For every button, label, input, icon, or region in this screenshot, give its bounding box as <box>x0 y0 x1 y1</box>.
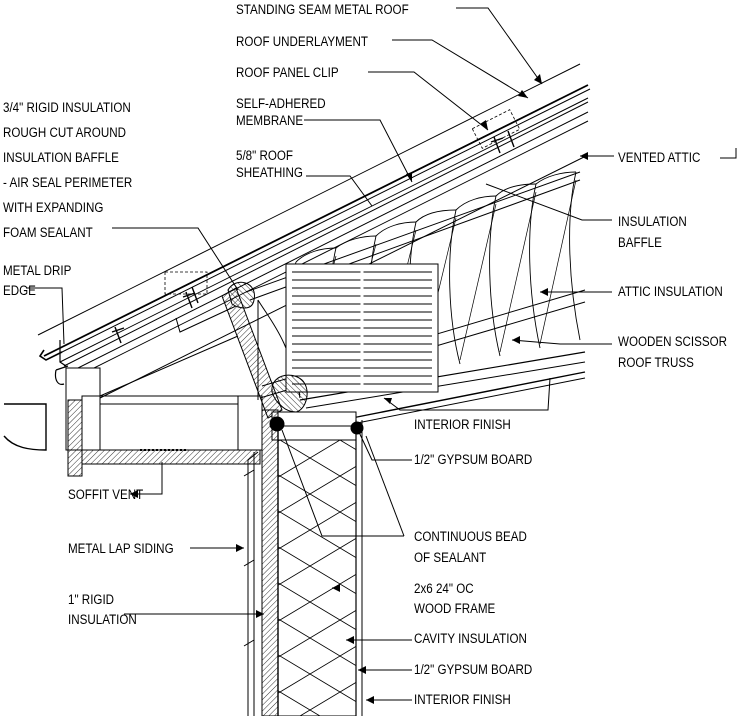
label-insulation-baffle: INSULATION BAFFLE <box>618 214 687 250</box>
wall-assembly <box>244 410 363 716</box>
label-rigid-insulation-1: 1" RIGID INSULATION <box>68 592 137 627</box>
label-rigid-insulation-note: 3/4" RIGID INSULATION ROUGH CUT AROUND I… <box>3 100 133 240</box>
label-metal-lap-siding: METAL LAP SIDING <box>68 541 174 556</box>
leader-lines <box>26 8 736 700</box>
label-metal-drip-edge: METAL DRIP EDGE <box>3 263 72 298</box>
rigid-insulation-and-foam <box>222 282 307 418</box>
label-gypsum-board-ceiling: 1/2" GYPSUM BOARD <box>414 452 533 467</box>
roof-assembly <box>38 64 590 398</box>
label-roof-sheathing: 5/8" ROOF SHEATHING <box>236 148 303 180</box>
label-wood-frame: 2x6 24" OC WOOD FRAME <box>414 581 496 616</box>
arrowheads <box>130 74 588 704</box>
label-standing-seam-metal-roof: STANDING SEAM METAL ROOF <box>236 2 409 17</box>
label-soffit-vent: SOFFIT VENT <box>68 487 144 502</box>
label-vented-attic: VENTED ATTIC <box>618 150 701 165</box>
label-roof-underlayment: ROOF UNDERLAYMENT <box>236 34 369 49</box>
eave-overhang <box>4 336 262 476</box>
label-self-adhered-membrane: SELF-ADHERED MEMBRANE <box>236 96 326 128</box>
label-cavity-insulation: CAVITY INSULATION <box>414 631 527 646</box>
label-attic-insulation: ATTIC INSULATION <box>618 284 723 299</box>
label-continuous-bead: CONTINUOUS BEAD OF SEALANT <box>414 529 527 565</box>
label-interior-finish-wall: INTERIOR FINISH <box>414 692 511 707</box>
label-roof-panel-clip: ROOF PANEL CLIP <box>236 65 339 80</box>
attic-structure <box>176 172 585 424</box>
label-gypsum-board-wall: 1/2" GYPSUM BOARD <box>414 662 533 677</box>
label-wooden-scissor-truss: WOODEN SCISSOR ROOF TRUSS <box>618 334 728 370</box>
label-interior-finish-ceiling: INTERIOR FINISH <box>414 417 511 432</box>
